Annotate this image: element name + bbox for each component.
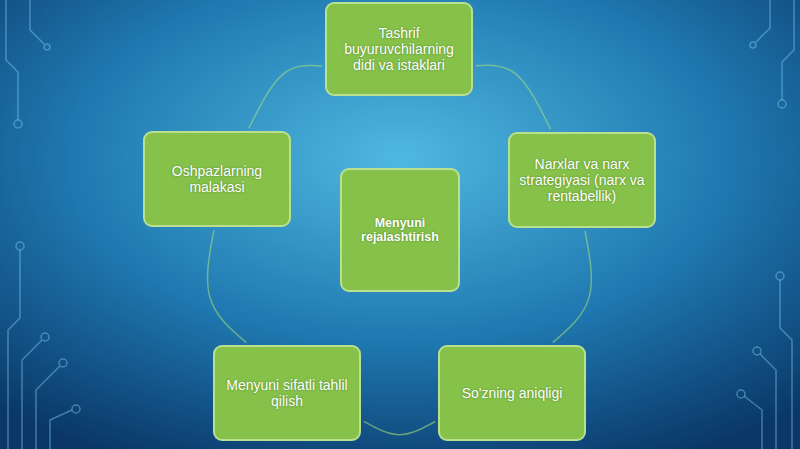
cycle-connector (553, 231, 592, 343)
node-label: Narxlar va narx strategiyasi (narx va re… (518, 156, 646, 204)
cycle-connector (249, 65, 322, 128)
node-label: Menyuni rejalashtirish (350, 216, 450, 245)
cycle-connector (476, 65, 551, 129)
cycle-connector (208, 230, 247, 343)
factor-box: Tashrif buyuruvchilarning didi va istakl… (325, 2, 473, 96)
node-label: So'zning aniqligi (462, 385, 563, 401)
factor-box: Oshpazlarning malakasi (143, 131, 291, 227)
circuit-decor (6, 0, 794, 449)
cycle-connector (364, 421, 435, 434)
hub-box: Menyuni rejalashtirish (340, 168, 460, 292)
factor-box: Narxlar va narx strategiyasi (narx va re… (508, 132, 656, 228)
node-label: Menyuni sifatli tahlil qilish (223, 377, 351, 409)
node-label: Tashrif buyuruvchilarning didi va istakl… (335, 25, 463, 73)
factor-box: So'zning aniqligi (438, 345, 586, 441)
node-label: Oshpazlarning malakasi (153, 163, 281, 195)
factor-box: Menyuni sifatli tahlil qilish (213, 345, 361, 441)
